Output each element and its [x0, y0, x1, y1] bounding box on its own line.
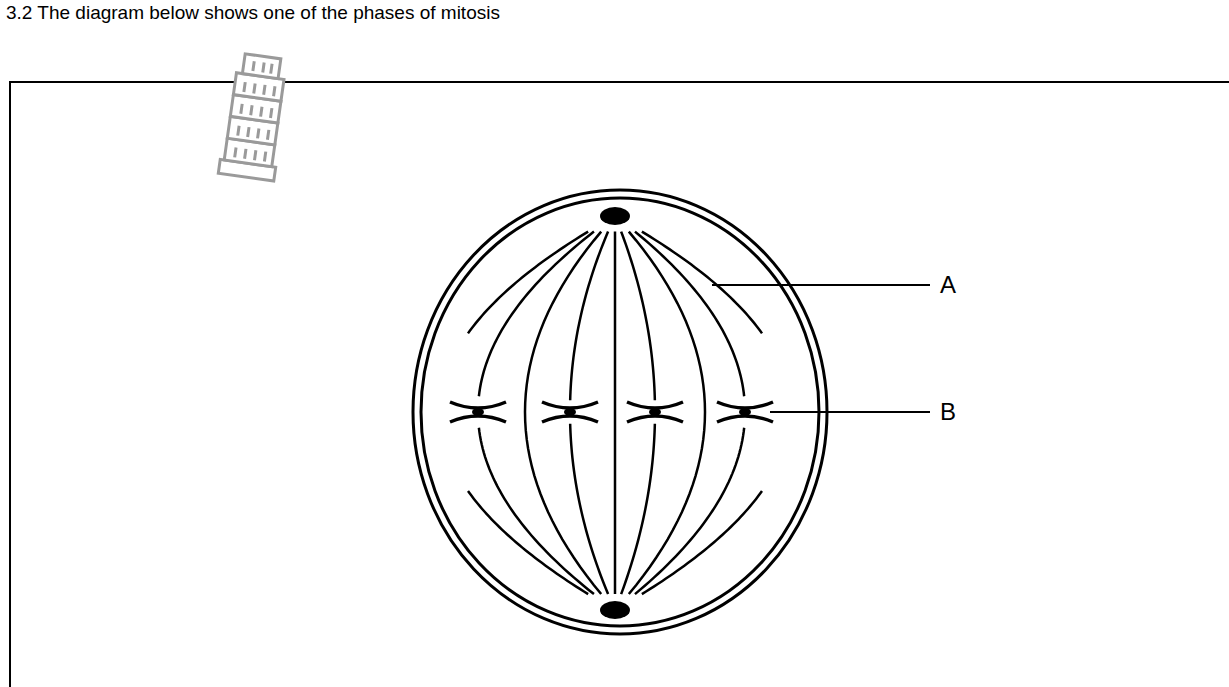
cell-membrane — [421, 198, 819, 626]
centromere — [472, 408, 484, 416]
spindle-fibre — [468, 232, 588, 334]
chromosome — [542, 402, 598, 422]
centriole — [600, 601, 630, 619]
spindle-fibre — [642, 491, 762, 594]
cell-membrane — [413, 190, 827, 634]
part-label: B — [938, 398, 958, 426]
question-frame — [10, 82, 1229, 687]
tower-top — [242, 54, 280, 79]
spindle-fibre — [479, 428, 594, 594]
spindle-fibre — [629, 232, 705, 594]
spindle-fibre — [479, 232, 594, 397]
centromere — [739, 408, 751, 416]
question-heading: 3.2 The diagram below shows one of the p… — [6, 2, 500, 24]
chromosome — [627, 402, 683, 422]
chromatid — [542, 402, 598, 422]
spindle-fibre — [614, 232, 617, 594]
spindle-fibre — [468, 491, 588, 594]
spindle-fibre — [635, 428, 744, 594]
tower-icon — [218, 52, 290, 181]
spindle-fibre — [642, 232, 762, 334]
spindle-fibre — [570, 424, 608, 594]
centromere — [649, 408, 661, 416]
spindle-fibre — [570, 232, 608, 401]
leader-line — [770, 411, 930, 413]
part-label: A — [938, 271, 958, 299]
centriole — [600, 207, 630, 225]
centromere — [564, 408, 576, 416]
leader-line — [712, 284, 930, 286]
chromosome — [450, 402, 506, 422]
chromatid — [717, 402, 773, 422]
chromosomes — [450, 402, 773, 422]
chromatid — [627, 402, 683, 422]
tower-arches — [235, 60, 278, 161]
spindle-fibre — [635, 232, 744, 397]
chromosome — [717, 402, 773, 422]
chromatid — [450, 402, 506, 422]
